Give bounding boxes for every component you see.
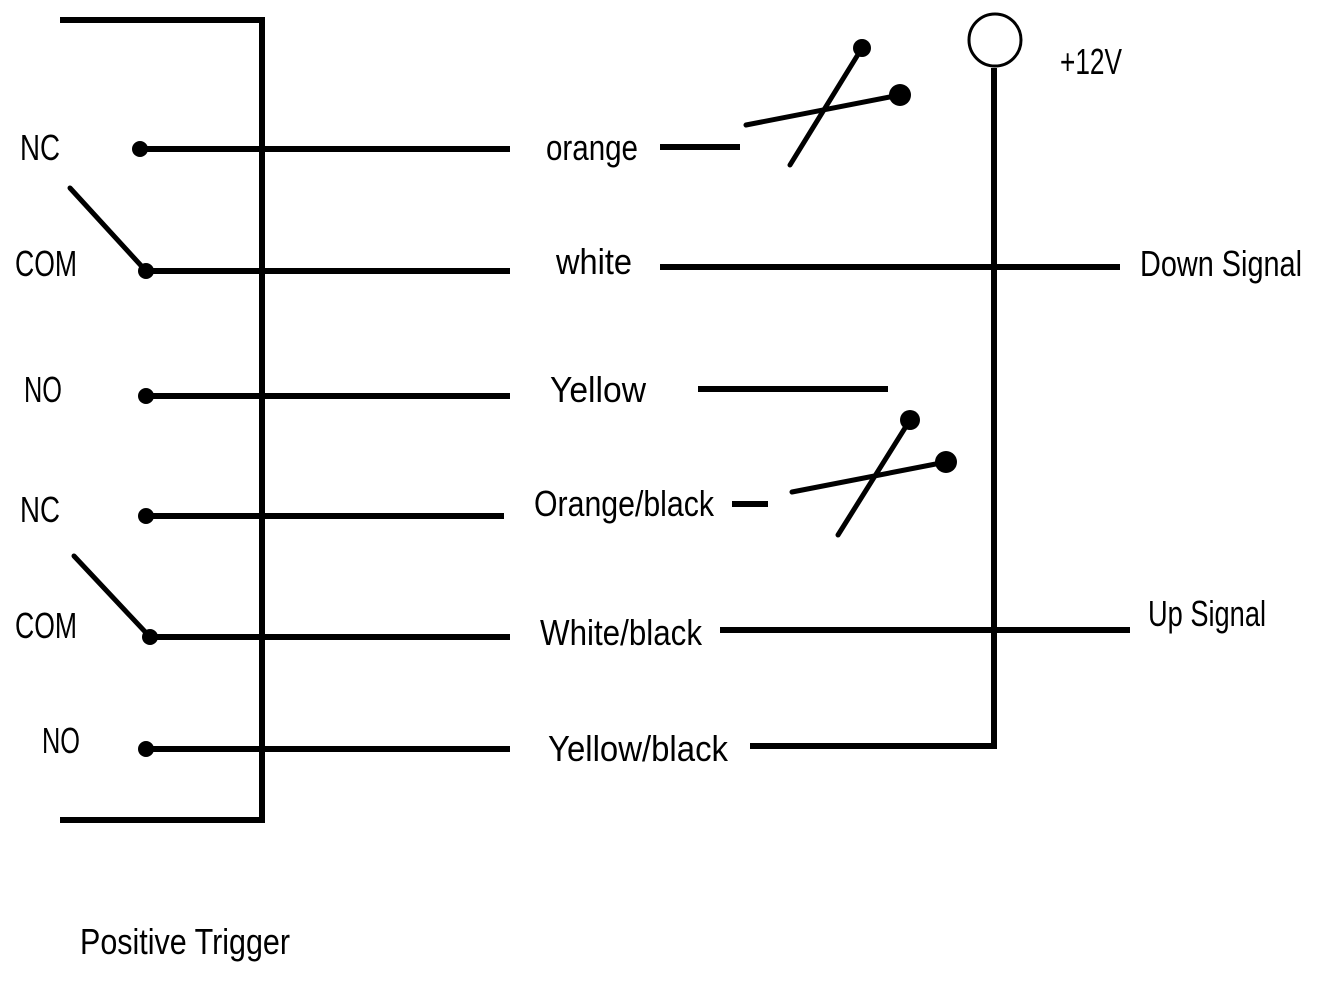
pin-label-nc-2: NC <box>20 489 60 530</box>
relay-output-wires <box>140 146 510 752</box>
up-signal-label: Up Signal <box>1148 593 1266 634</box>
power-terminal-icon <box>967 12 1023 68</box>
wire-label-orange: orange <box>546 127 638 168</box>
cut-wire-2-end-a <box>900 410 920 430</box>
wire-label-yellow: Yellow <box>550 369 647 410</box>
pin-label-nc-1: NC <box>20 127 60 168</box>
relay-bracket <box>60 17 265 823</box>
wire-label-white: white <box>555 241 632 282</box>
pin-label-com-1: COM <box>15 243 77 284</box>
power-terminal <box>967 12 1023 68</box>
cut-wire-symbol-1 <box>743 39 911 168</box>
nc-2-node <box>138 508 154 524</box>
nc-1-node <box>132 141 148 157</box>
relay-pin-labels: NC COM NO NC COM NO <box>15 127 80 761</box>
yellow-black-power-wire <box>750 68 997 749</box>
cut-wire-2-end-b <box>935 451 957 473</box>
diagram-caption: Positive Trigger <box>80 921 290 962</box>
cut-wire-1-stroke-a <box>787 45 865 168</box>
signal-labels: +12V Down Signal Up Signal <box>1060 41 1302 634</box>
pin-label-no-1: NO <box>24 369 62 410</box>
relay-switch-arms <box>67 185 153 640</box>
cut-wire-2-stroke-b <box>789 459 949 495</box>
relay-contact-nodes <box>132 141 158 757</box>
wire-label-yellow-black: Yellow/black <box>548 728 729 769</box>
wire-color-labels: orange white Yellow Orange/black White/b… <box>534 127 729 769</box>
cut-wire-1-end-a <box>853 39 871 57</box>
wire-label-orange-black: Orange/black <box>534 483 715 524</box>
no-2-node <box>138 741 154 757</box>
down-signal-label: Down Signal <box>1140 243 1302 284</box>
switch-arm-2 <box>71 553 153 640</box>
no-1-node <box>138 388 154 404</box>
wire-label-white-black: White/black <box>540 612 703 653</box>
pin-label-no-2: NO <box>42 720 80 761</box>
power-label: +12V <box>1060 41 1122 82</box>
pin-label-com-2: COM <box>15 605 77 646</box>
relay-housing <box>60 17 265 823</box>
cut-wire-1-stroke-b <box>743 92 903 128</box>
cut-wire-1-end-b <box>889 84 911 106</box>
cut-wire-symbol-2 <box>789 410 957 538</box>
switch-arm-1 <box>67 185 149 274</box>
harness-wiring <box>660 68 1130 749</box>
